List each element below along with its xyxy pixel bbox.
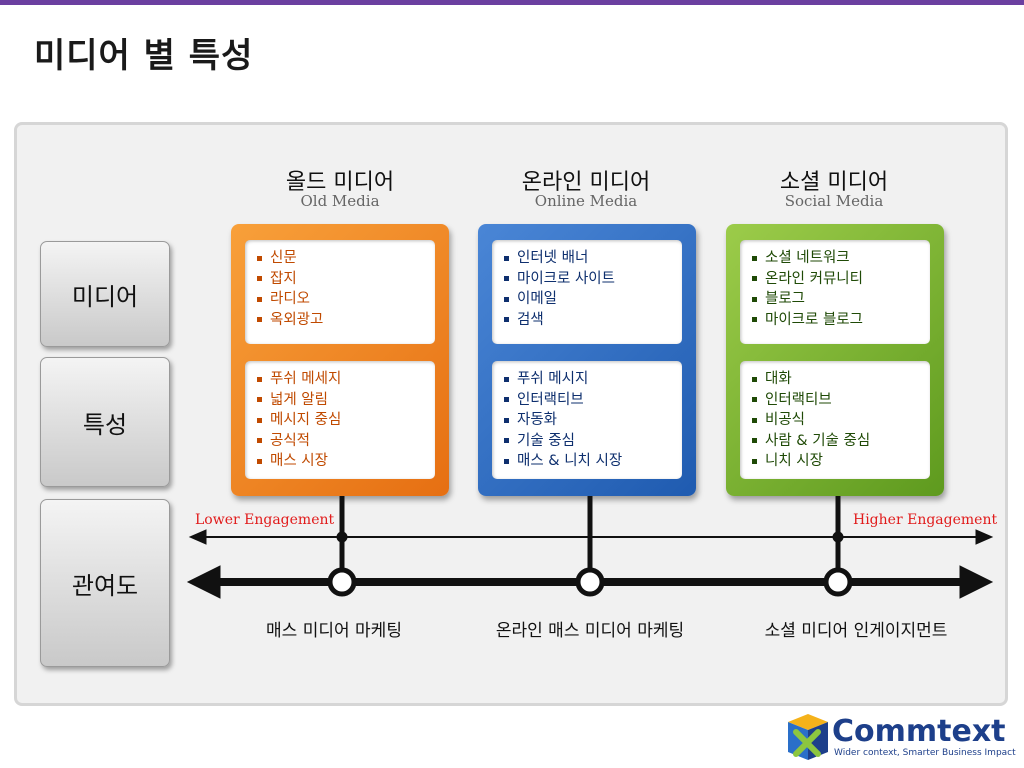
bullet-icon <box>504 417 509 423</box>
media-list-old: 신문 잡지 라디오 옥외광고 <box>245 240 435 344</box>
page-title: 미디어 별 특성 <box>34 36 254 76</box>
timeline-node-social <box>823 567 853 597</box>
card-old-media: 신문 잡지 라디오 옥외광고 푸쉬 메세지 넓게 알림 메시지 중심 공식적 매… <box>231 224 449 496</box>
engagement-dot-social <box>832 531 844 543</box>
row-label-media: 미디어 <box>40 241 170 347</box>
bullet-icon <box>257 296 262 302</box>
list-item: 매스 & 니치 시장 <box>504 451 676 472</box>
bullet-icon <box>752 438 757 444</box>
list-item: 비공식 <box>752 410 924 431</box>
list-item: 사람 & 기술 중심 <box>752 431 924 452</box>
list-item: 메시지 중심 <box>257 410 429 431</box>
timeline-node-old <box>327 567 357 597</box>
bullet-icon <box>504 296 509 302</box>
logo-wordmark: Commtext <box>832 714 1006 749</box>
traits-list-online: 푸쉬 메시지 인터랙티브 자동화 기술 중심 매스 & 니치 시장 <box>492 361 682 479</box>
timeline-node-online <box>575 567 605 597</box>
bullet-icon <box>752 417 757 423</box>
list-item: 매스 시장 <box>257 451 429 472</box>
list-item: 신문 <box>257 248 429 269</box>
top-accent-bar <box>0 0 1024 5</box>
engagement-dot-old <box>336 531 348 543</box>
list-item: 인터넷 배너 <box>504 248 676 269</box>
row-label-engagement: 관여도 <box>40 499 170 667</box>
traits-list-social: 대화 인터랙티브 비공식 사람 & 기술 중심 니치 시장 <box>740 361 930 479</box>
list-item: 소셜 네트워크 <box>752 248 924 269</box>
list-item: 온라인 커뮤니티 <box>752 269 924 290</box>
bullet-icon <box>257 458 262 464</box>
list-item: 검색 <box>504 310 676 331</box>
list-item: 옥외광고 <box>257 310 429 331</box>
list-item: 마이크로 사이트 <box>504 269 676 290</box>
bullet-icon <box>504 276 509 282</box>
bullet-icon <box>504 376 509 382</box>
list-item: 푸쉬 메시지 <box>504 369 676 390</box>
bullet-icon <box>257 255 262 261</box>
bullet-icon <box>752 255 757 261</box>
list-item: 대화 <box>752 369 924 390</box>
list-item: 기술 중심 <box>504 431 676 452</box>
column-subtitle-online: Online Media <box>534 192 638 210</box>
media-list-online: 인터넷 배너 마이크로 사이트 이메일 검색 <box>492 240 682 344</box>
traits-list-old: 푸쉬 메세지 넓게 알림 메시지 중심 공식적 매스 시장 <box>245 361 435 479</box>
bullet-icon <box>257 397 262 403</box>
bullet-icon <box>257 376 262 382</box>
higher-engagement-label: Higher Engagement <box>853 512 998 528</box>
bullet-icon <box>504 397 509 403</box>
media-list-social: 소셜 네트워크 온라인 커뮤니티 블로그 마이크로 블로그 <box>740 240 930 344</box>
bottom-label-mass-media-marketing: 매스 미디어 마케팅 <box>266 621 402 641</box>
bullet-icon <box>257 317 262 323</box>
list-item: 인터랙티브 <box>752 390 924 411</box>
commtext-logo: Commtext Wider context, Smarter Business… <box>786 714 1016 764</box>
row-label-traits: 특성 <box>40 357 170 487</box>
bullet-icon <box>257 276 262 282</box>
bullet-icon <box>752 458 757 464</box>
bullet-icon <box>504 255 509 261</box>
list-item: 이메일 <box>504 289 676 310</box>
bullet-icon <box>504 438 509 444</box>
bullet-icon <box>752 317 757 323</box>
card-social-media: 소셜 네트워크 온라인 커뮤니티 블로그 마이크로 블로그 대화 인터랙티브 비… <box>726 224 944 496</box>
bullet-icon <box>504 317 509 323</box>
timeline-right-head <box>959 565 994 599</box>
list-item: 잡지 <box>257 269 429 290</box>
engagement-arrow-right-head <box>975 529 994 545</box>
bullet-icon <box>752 296 757 302</box>
engagement-arrow-left-head <box>188 529 207 545</box>
bullet-icon <box>752 276 757 282</box>
bullet-icon <box>257 417 262 423</box>
column-title-social: 소셜 미디어 <box>779 170 889 195</box>
bullet-icon <box>752 376 757 382</box>
card-online-media: 인터넷 배너 마이크로 사이트 이메일 검색 푸쉬 메시지 인터랙티브 자동화 … <box>478 224 696 496</box>
bullet-icon <box>504 458 509 464</box>
lower-engagement-label: Lower Engagement <box>195 512 335 528</box>
commtext-logo-mark-icon <box>788 714 828 760</box>
column-title-old: 올드 미디어 <box>285 170 395 195</box>
bullet-icon <box>752 397 757 403</box>
list-item: 푸쉬 메세지 <box>257 369 429 390</box>
bottom-label-online-mass-media-marketing: 온라인 매스 미디어 마케팅 <box>495 621 685 641</box>
list-item: 마이크로 블로그 <box>752 310 924 331</box>
bottom-label-social-media-engagement: 소셜 미디어 인게이지먼트 <box>764 621 948 641</box>
list-item: 블로그 <box>752 289 924 310</box>
list-item: 니치 시장 <box>752 451 924 472</box>
list-item: 라디오 <box>257 289 429 310</box>
column-title-online: 온라인 미디어 <box>521 170 651 195</box>
column-subtitle-old: Old Media <box>300 192 380 210</box>
logo-tagline: Wider context, Smarter Business Impact <box>834 748 1016 758</box>
column-subtitle-social: Social Media <box>784 192 884 210</box>
list-item: 넓게 알림 <box>257 390 429 411</box>
list-item: 인터랙티브 <box>504 390 676 411</box>
bullet-icon <box>257 438 262 444</box>
list-item: 공식적 <box>257 431 429 452</box>
timeline-left-head <box>186 565 221 599</box>
list-item: 자동화 <box>504 410 676 431</box>
